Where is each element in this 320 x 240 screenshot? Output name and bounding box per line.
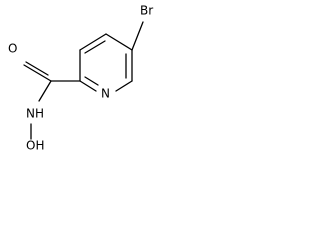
- hydroxyl-label: OH: [26, 139, 44, 153]
- bond-c-o: [23, 64, 52, 82]
- bromine-label: Br: [140, 4, 153, 18]
- bond-ring-top-left: [79, 33, 107, 51]
- bond-ring-top-left-double: [84, 40, 106, 54]
- bond-ring-bottom-left: [79, 80, 97, 92]
- bond-ring-bottom-left-double: [84, 76, 99, 86]
- bond-c-o-double: [25, 61, 49, 76]
- bond-ring-top-right: [105, 33, 133, 51]
- amide-nh-label: NH: [26, 107, 44, 121]
- bond-c-n: [38, 80, 52, 102]
- bond-c-br: [131, 21, 144, 51]
- chemical-structure: Br O N NH OH: [8, 4, 153, 153]
- ring-nitrogen-label: N: [101, 87, 110, 101]
- bond-ring-bottom-right: [115, 80, 133, 92]
- carbonyl-oxygen-label: O: [8, 42, 17, 56]
